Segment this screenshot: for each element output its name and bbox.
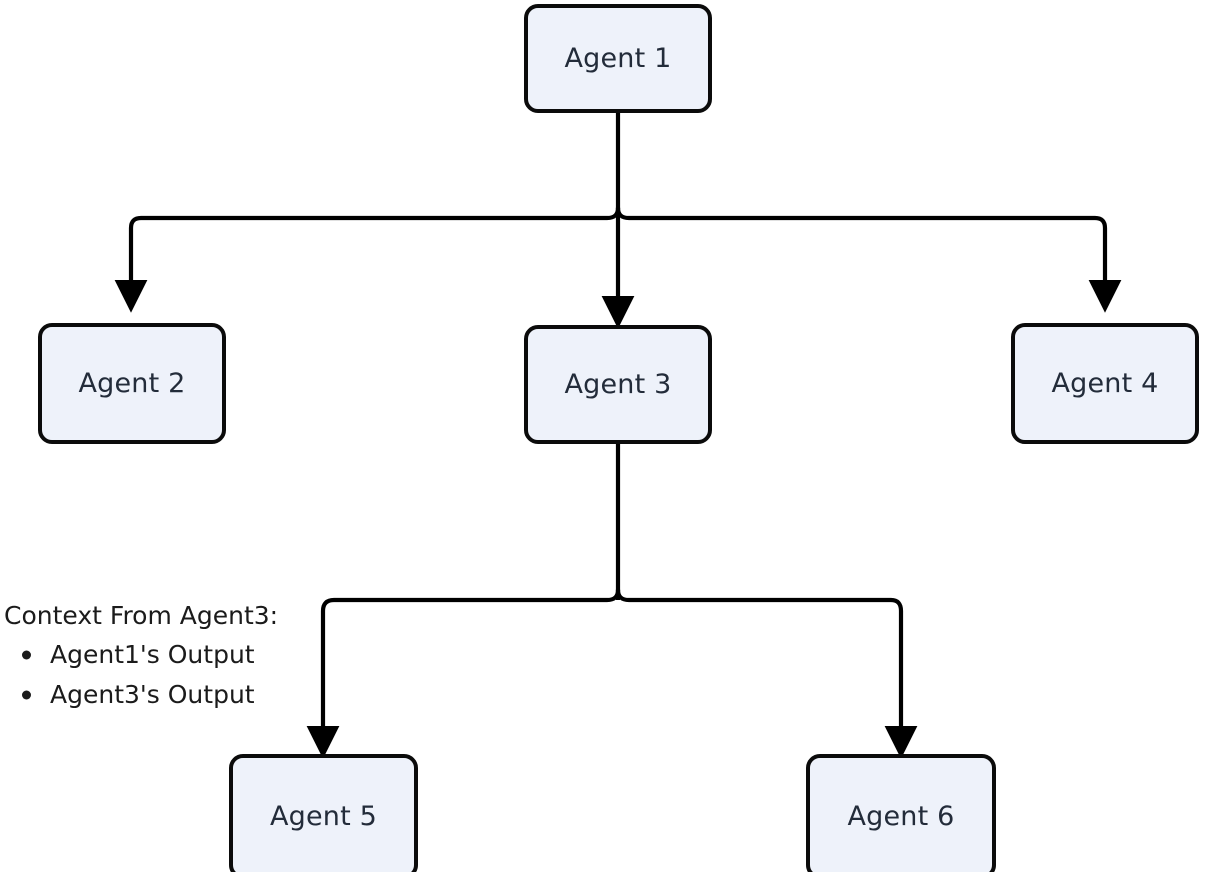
edge-agent1-to-agent2	[114, 205, 621, 313]
context-annotation: Context From Agent3: Agent1's Output Age…	[4, 600, 278, 715]
node-agent5[interactable]: Agent 5	[229, 754, 418, 872]
node-agent4-label: Agent 4	[1051, 368, 1159, 399]
list-item-label: Agent3's Output	[50, 680, 255, 709]
edge-agent1-to-agent4	[615, 205, 1122, 313]
list-item-label: Agent1's Output	[50, 640, 255, 669]
bullet-icon	[22, 690, 31, 700]
node-agent1[interactable]: Agent 1	[524, 4, 712, 113]
node-agent3[interactable]: Agent 3	[524, 325, 712, 444]
edge-agent3-to-agent6	[615, 587, 918, 759]
node-agent2[interactable]: Agent 2	[38, 323, 226, 444]
node-agent4[interactable]: Agent 4	[1011, 323, 1199, 444]
context-annotation-title: Context From Agent3:	[4, 601, 279, 630]
context-annotation-list: Agent1's Output Agent3's Output	[4, 635, 278, 715]
node-agent3-label: Agent 3	[564, 369, 672, 400]
node-agent6[interactable]: Agent 6	[806, 754, 996, 872]
node-agent2-label: Agent 2	[78, 368, 186, 399]
list-item: Agent3's Output	[4, 675, 278, 715]
list-item: Agent1's Output	[4, 635, 278, 675]
node-agent5-label: Agent 5	[269, 801, 378, 832]
edge-agent3-to-agent5	[306, 587, 621, 759]
node-agent6-label: Agent 6	[847, 801, 955, 832]
bullet-icon	[22, 650, 31, 660]
node-agent1-label: Agent 1	[564, 43, 672, 74]
